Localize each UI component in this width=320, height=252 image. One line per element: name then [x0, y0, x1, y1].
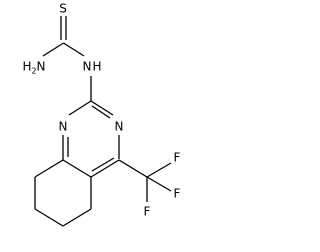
bond-c-nh2	[42, 42, 64, 57]
atom-thiourea-h: H	[92, 60, 101, 74]
bond-cf3-f1	[146, 162, 172, 178]
atom-amine-subscript: 2	[31, 67, 36, 76]
atom-fluorine-3: F	[144, 205, 151, 219]
atom-label-layer: S H 2 N N H N N F F F	[22, 2, 180, 219]
bond-c7-c6	[34, 208, 64, 227]
bond-c-nh	[63, 42, 85, 57]
bond-c4-c4a-inner	[91, 157, 115, 172]
atom-thiourea-n: N	[83, 60, 92, 74]
bond-c6-c5	[62, 208, 92, 227]
atom-ring-n1: N	[59, 120, 68, 134]
bond-c2-n3	[90, 100, 114, 116]
atom-sulfur: S	[59, 2, 67, 16]
atom-fluorine-2: F	[174, 187, 181, 201]
chemical-structure: S H 2 N N H N N F F F	[22, 2, 181, 227]
atom-amine-h: H	[22, 60, 31, 74]
bond-c2-n1	[68, 100, 92, 116]
bond-layer	[34, 16, 172, 227]
bond-c8a-c8	[34, 159, 64, 178]
atom-fluorine-1: F	[174, 151, 181, 165]
bond-c4-cf3	[118, 159, 148, 178]
bond-c4a-c8a	[62, 159, 92, 178]
bond-cf3-f2	[146, 176, 172, 192]
bond-c4-c4a	[90, 159, 120, 178]
atom-amine-n: N	[37, 60, 46, 74]
atom-ring-n3: N	[115, 120, 124, 134]
bond-c2-n3-inner	[91, 105, 111, 119]
